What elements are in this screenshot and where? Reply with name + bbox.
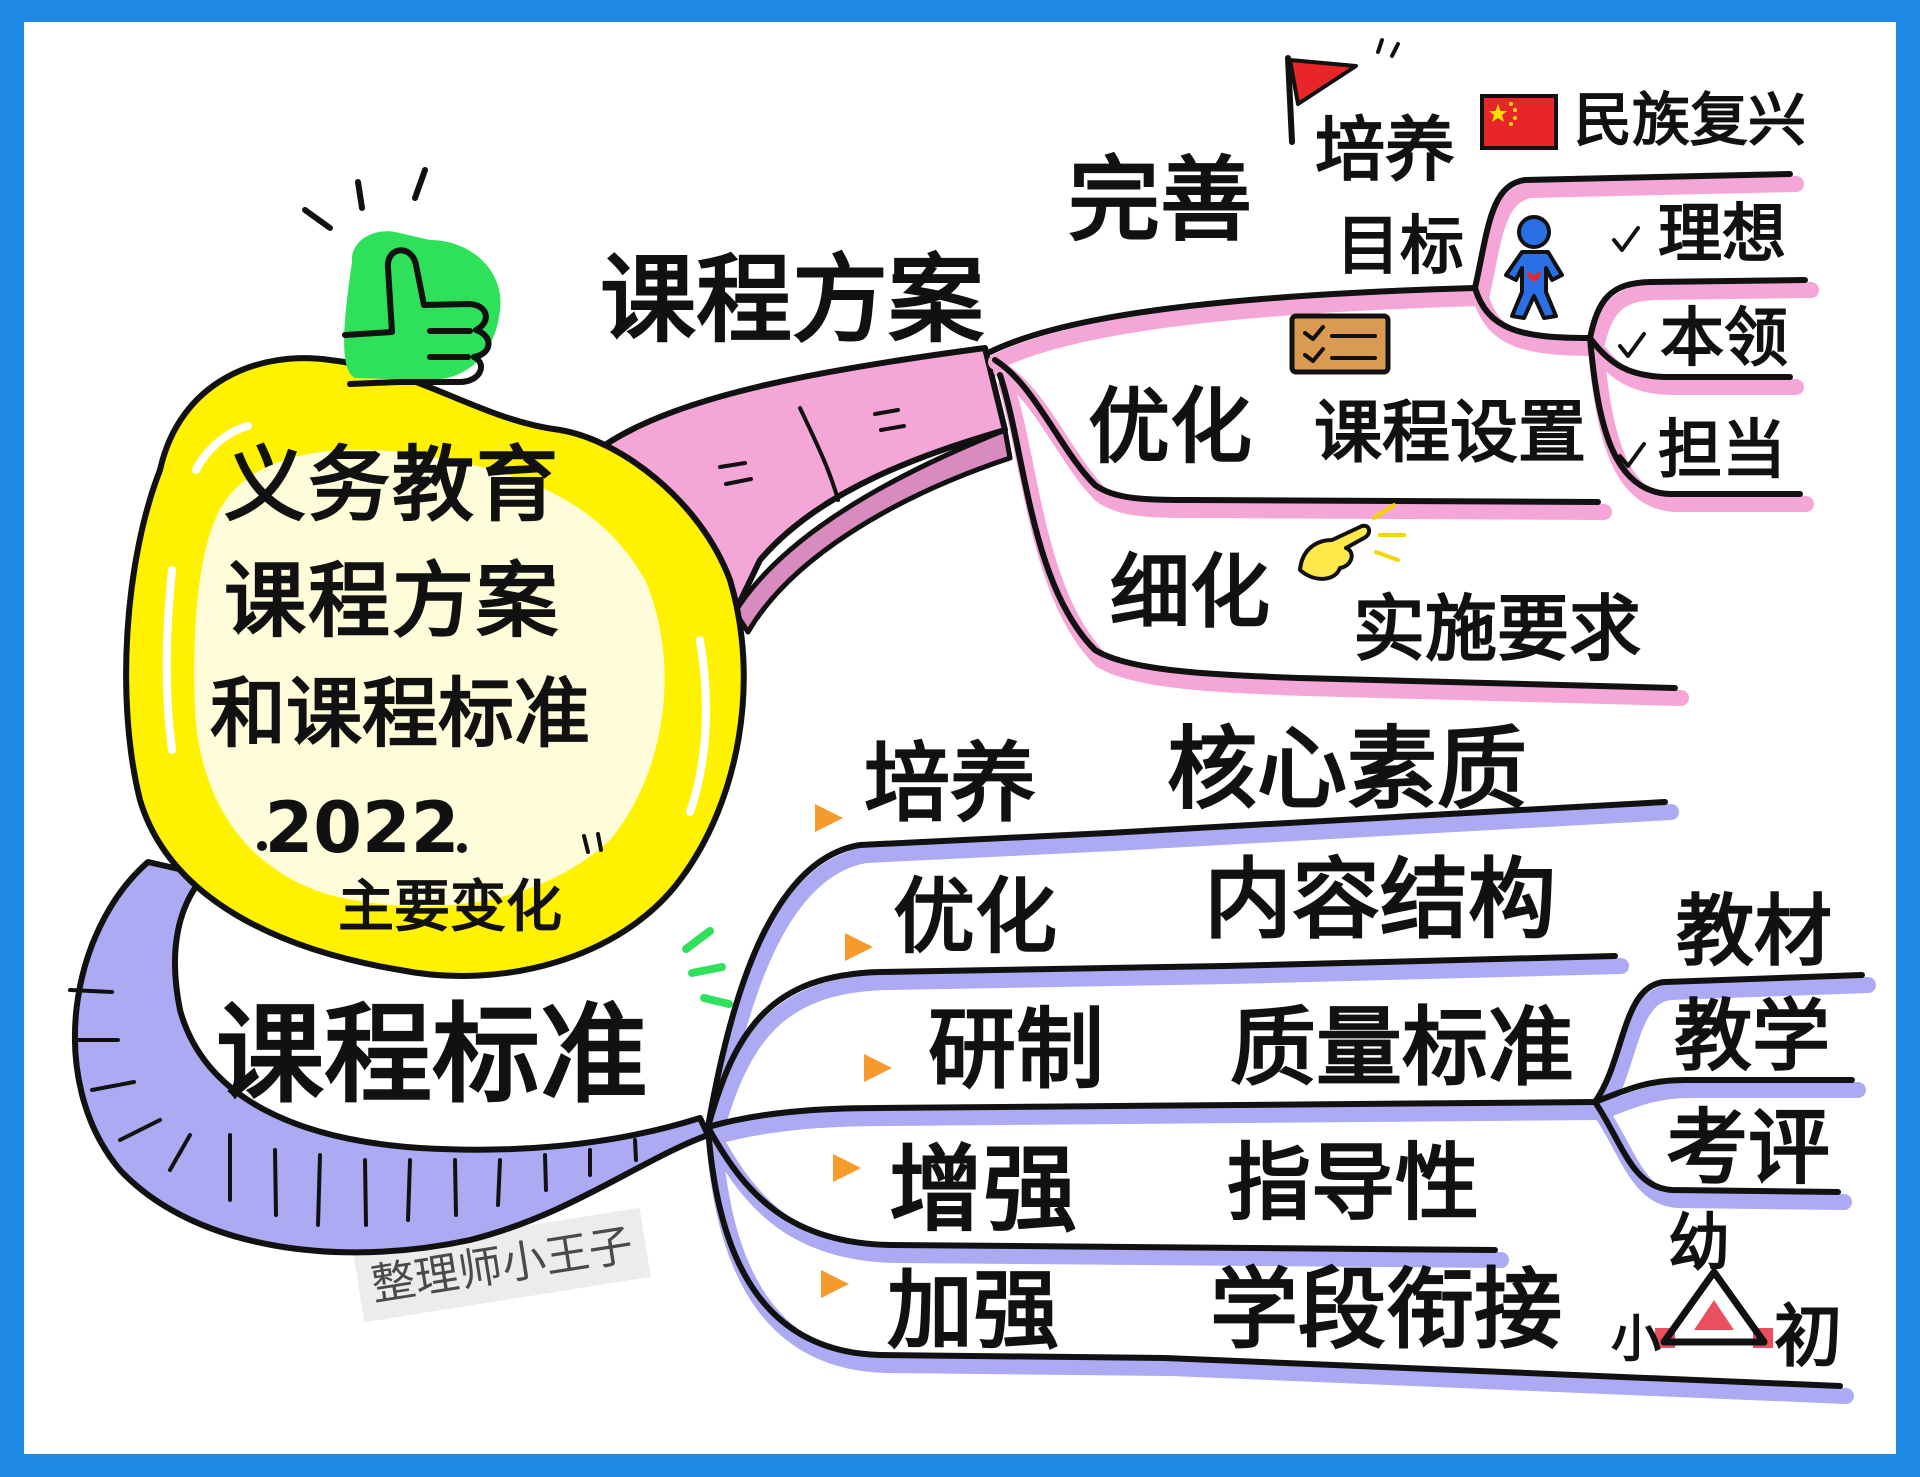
- goal-national-label: 民族复兴: [1574, 86, 1806, 154]
- china-flag-icon: [1480, 94, 1558, 150]
- central-title-line-3: 和课程标准: [210, 669, 590, 758]
- green-accent-strokes: [682, 927, 733, 1008]
- standard-item-object: 核心素质: [1167, 717, 1527, 822]
- standard-item-object: 学段衔接: [1210, 1258, 1562, 1361]
- orange-triangle-icon: [815, 804, 843, 832]
- standard-item-verb: 培养: [864, 734, 1036, 834]
- plan-item-object: 实施要求: [1353, 587, 1641, 671]
- decorative-dot: [257, 841, 267, 851]
- quality-child-assessment: 考评: [1666, 1101, 1830, 1196]
- standard-branch-title: 课程标准: [216, 993, 648, 1118]
- standard-item-verb: 加强: [887, 1261, 1059, 1361]
- watermark-backdrop: [353, 1207, 651, 1323]
- checklist-card-icon: [1289, 313, 1391, 375]
- triangle-icon: [1655, 1268, 1773, 1348]
- plan-branch-title: 课程方案: [600, 244, 985, 356]
- central-year: 2022: [265, 787, 460, 869]
- stage-primary: 小: [1611, 1310, 1661, 1368]
- orange-triangle-icon: [845, 933, 873, 961]
- plan-action-label: 完善: [1068, 147, 1252, 254]
- orange-triangle-icon: [833, 1154, 861, 1182]
- plan-item-verb: 细化: [1110, 546, 1270, 639]
- quality-child-teaching: 教学: [1674, 992, 1830, 1082]
- standard-item-verb: 研制: [928, 998, 1104, 1101]
- goal-label-line-1: 培养: [1315, 109, 1455, 191]
- standard-item-object: 内容结构: [1204, 848, 1556, 951]
- goal-quality-responsibility: 担当: [1658, 414, 1786, 488]
- goal-label-line-2: 目标: [1336, 210, 1464, 284]
- central-title-line-2: 课程方案: [224, 554, 560, 649]
- orange-triangle-icon: [821, 1270, 849, 1298]
- standard-item-object: 指导性: [1227, 1134, 1479, 1232]
- standard-item-verb: 优化: [893, 870, 1057, 965]
- plan-item-verb: 优化: [1088, 380, 1252, 475]
- red-flag-icon: [1285, 38, 1400, 145]
- check-icon: [1612, 226, 1640, 252]
- standard-item-object: 质量标准: [1230, 998, 1574, 1098]
- central-title-line-1: 义务教育: [224, 438, 560, 533]
- decorative-dot: [457, 843, 467, 853]
- thumbs-up-icon: [302, 167, 501, 387]
- check-icon: [1618, 442, 1646, 468]
- check-icon: [1618, 332, 1646, 358]
- goal-quality-skill: 本领: [1660, 302, 1788, 376]
- pointing-hand-icon: [1298, 503, 1406, 581]
- stage-junior: 初: [1774, 1298, 1842, 1377]
- orange-triangle-icon: [864, 1054, 892, 1082]
- standard-branch-lines: [705, 799, 1876, 1404]
- standard-item-verb: 增强: [889, 1136, 1077, 1245]
- plan-item-object: 课程设置: [1314, 394, 1586, 473]
- central-subtitle: 主要变化: [338, 875, 562, 940]
- standard-branch-band: [68, 859, 711, 1256]
- central-topic-blob: [123, 355, 747, 979]
- stage-kindergarten: 幼: [1668, 1206, 1730, 1279]
- goal-quality-ideal: 理想: [1658, 198, 1786, 272]
- quality-child-textbook: 教材: [1676, 887, 1832, 977]
- person-icon: [1504, 215, 1564, 320]
- plan-branch-lines: [987, 171, 1819, 706]
